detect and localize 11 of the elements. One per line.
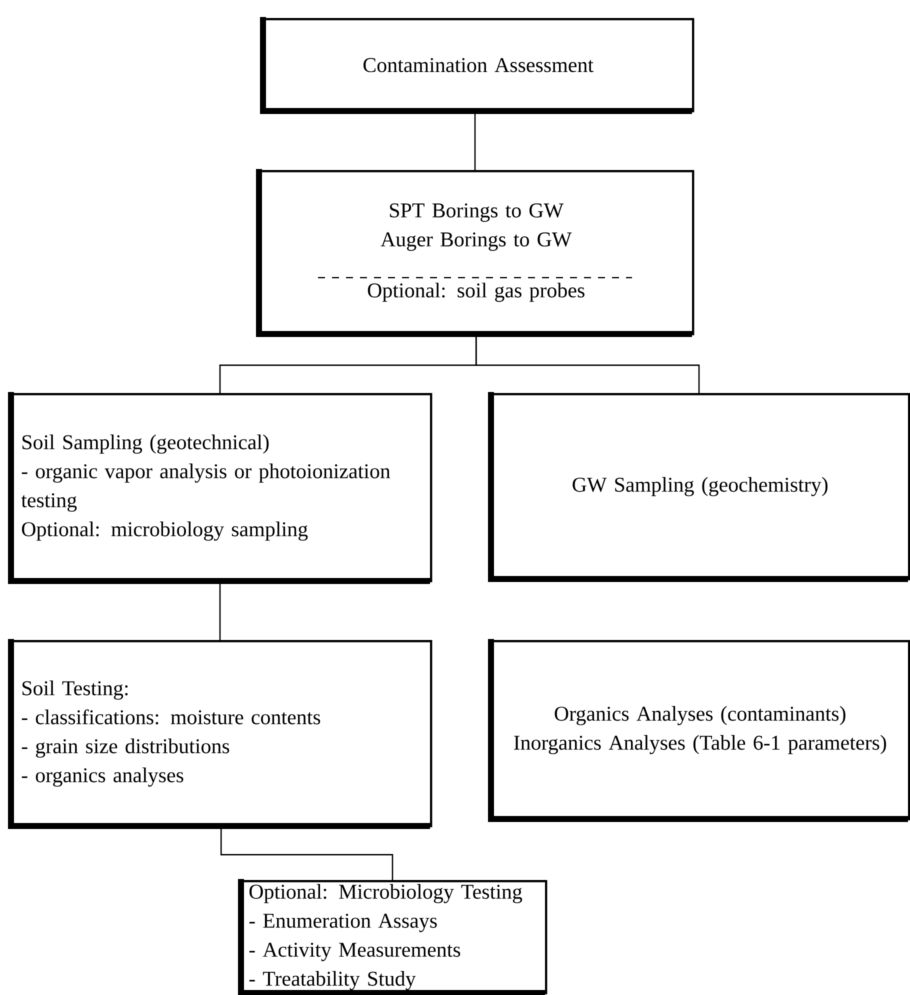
process-box: Soil Testing: - classifications: moisture contents - grain size distributions - organics analyses: [8, 639, 432, 829]
process-box: Soil Sampling (geotechnical) - organic vapor analysis or photoionization testing Optional: microbiology sampling: [8, 392, 432, 584]
process-box: Organics Analyses (contaminants) Inorganics Analyses (Table 6-1 parameters): [488, 639, 910, 822]
process-box: Optional: Microbiology Testing - Enumeration Assays - Activity Measurements - Treatability Study: [238, 879, 548, 995]
process-box: SPT Borings to GW Auger Borings to GW Optional: soil gas probes: [256, 169, 694, 337]
process-box: GW Sampling (geochemistry): [488, 392, 910, 582]
connector-line: [219, 584, 221, 640]
connector-line: [474, 114, 476, 170]
process-box: Contamination Assessment: [260, 17, 694, 114]
connector-line: [220, 827, 394, 880]
connector-line: [475, 335, 700, 393]
